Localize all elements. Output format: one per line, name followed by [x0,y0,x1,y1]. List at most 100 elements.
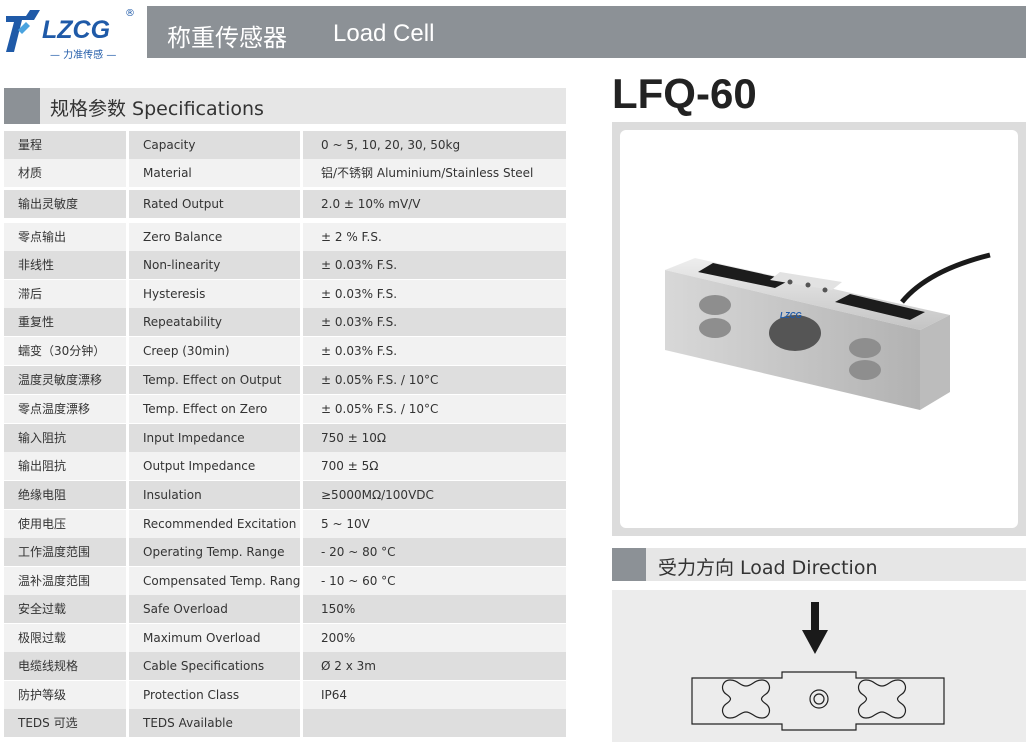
spec-value: ± 0.05% F.S. / 10°C [303,366,566,394]
spec-name-en: Material [129,159,300,187]
spec-value: 150% [303,595,566,623]
spec-value: 5 ~ 10V [303,510,566,538]
spec-name-cn: 工作温度范围 [4,538,126,566]
spec-name-cn: 量程 [4,131,126,159]
photo-brand-label: LZCG [780,311,802,320]
spec-name-cn: TEDS 可选 [4,709,126,737]
spec-value: 铝/不锈钢 Aluminium/Stainless Steel [303,159,566,187]
spec-name-cn: 极限过载 [4,624,126,652]
spec-name-en: Insulation [129,481,300,509]
spec-value: 200% [303,624,566,652]
section-marker [4,88,40,124]
spec-name-cn: 蠕变（30分钟） [4,337,126,365]
spec-value: ± 2 % F.S. [303,223,566,251]
spec-name-cn: 电缆线规格 [4,652,126,680]
page-header: LZCG ® — 力准传感 — 称重传感器 Load Cell [0,0,1026,61]
brand-logo: LZCG ® — 力准传感 — [0,2,140,61]
spec-row: 蠕变（30分钟）Creep (30min)± 0.03% F.S. [0,337,566,365]
load-arrow-icon [802,602,828,654]
spec-name-en: Temp. Effect on Output [129,366,300,394]
spec-name-cn: 材质 [4,159,126,187]
spec-name-cn: 输出阻抗 [4,452,126,480]
product-photo: LZCG [620,130,1018,528]
spec-name-cn: 输入阻抗 [4,424,126,452]
spec-name-cn: 使用电压 [4,510,126,538]
spec-value: ± 0.03% F.S. [303,308,566,336]
spec-name-en: Cable Specifications [129,652,300,680]
spec-name-en: Creep (30min) [129,337,300,365]
spec-value: ≥5000MΩ/100VDC [303,481,566,509]
spec-name-cn: 安全过载 [4,595,126,623]
spec-name-en: Recommended Excitation [129,510,300,538]
spec-name-en: Repeatability [129,308,300,336]
spec-name-cn: 输出灵敏度 [4,190,126,218]
gauge-cover-left [698,263,790,288]
model-name: LFQ-60 [612,70,757,117]
spec-name-cn: 绝缘电阻 [4,481,126,509]
spec-name-en: Capacity [129,131,300,159]
spec-name-en: Maximum Overload [129,624,300,652]
spec-value: 2.0 ± 10% mV/V [303,190,566,218]
spec-name-en: Hysteresis [129,280,300,308]
spec-name-cn: 零点温度漂移 [4,395,126,423]
spec-name-cn: 温度灵敏度漂移 [4,366,126,394]
spec-name-en: Temp. Effect on Zero [129,395,300,423]
spec-value: ± 0.03% F.S. [303,280,566,308]
spec-name-en: Compensated Temp. Range [129,567,300,595]
spec-value [303,709,566,737]
specifications-title: 规格参数 Specifications [50,98,264,120]
spec-name-cn: 温补温度范围 [4,567,126,595]
title-english: Load Cell [333,20,435,47]
spec-name-cn: 滞后 [4,280,126,308]
spec-value: - 10 ~ 60 °C [303,567,566,595]
title-bar: 称重传感器 Load Cell [147,6,1026,58]
spec-name-en: Rated Output [129,190,300,218]
spec-value: - 20 ~ 80 °C [303,538,566,566]
spec-value: ± 0.05% F.S. / 10°C [303,395,566,423]
registered-mark: ® [125,8,135,19]
spec-name-en: Protection Class [129,681,300,709]
spec-value: Ø 2 x 3m [303,652,566,680]
title-chinese: 称重传感器 [167,24,287,52]
load-direction-title: 受力方向 Load Direction [658,557,878,579]
spec-name-cn: 重复性 [4,308,126,336]
spec-name-cn: 非线性 [4,251,126,279]
spec-name-en: Input Impedance [129,424,300,452]
logo-subtitle: — 力准传感 — [50,50,117,61]
spec-value: ± 0.03% F.S. [303,251,566,279]
spec-name-en: Non-linearity [129,251,300,279]
load-direction-diagram [612,590,1026,742]
spec-name-en: Safe Overload [129,595,300,623]
spec-value: 0 ~ 5, 10, 20, 30, 50kg [303,131,566,159]
product-photo-frame: LZCG [612,122,1026,536]
load-cell-outline [691,671,945,731]
spec-name-en: Output Impedance [129,452,300,480]
logo-text: LZCG [42,16,111,44]
cable [900,252,991,304]
spec-value: 700 ± 5Ω [303,452,566,480]
load-direction-header: 受力方向 Load Direction [612,548,1026,581]
load-direction-drawing [691,602,945,731]
spec-name-en: Operating Temp. Range [129,538,300,566]
spec-name-en: Zero Balance [129,223,300,251]
spec-name-en: TEDS Available [129,709,300,737]
spec-value: IP64 [303,681,566,709]
